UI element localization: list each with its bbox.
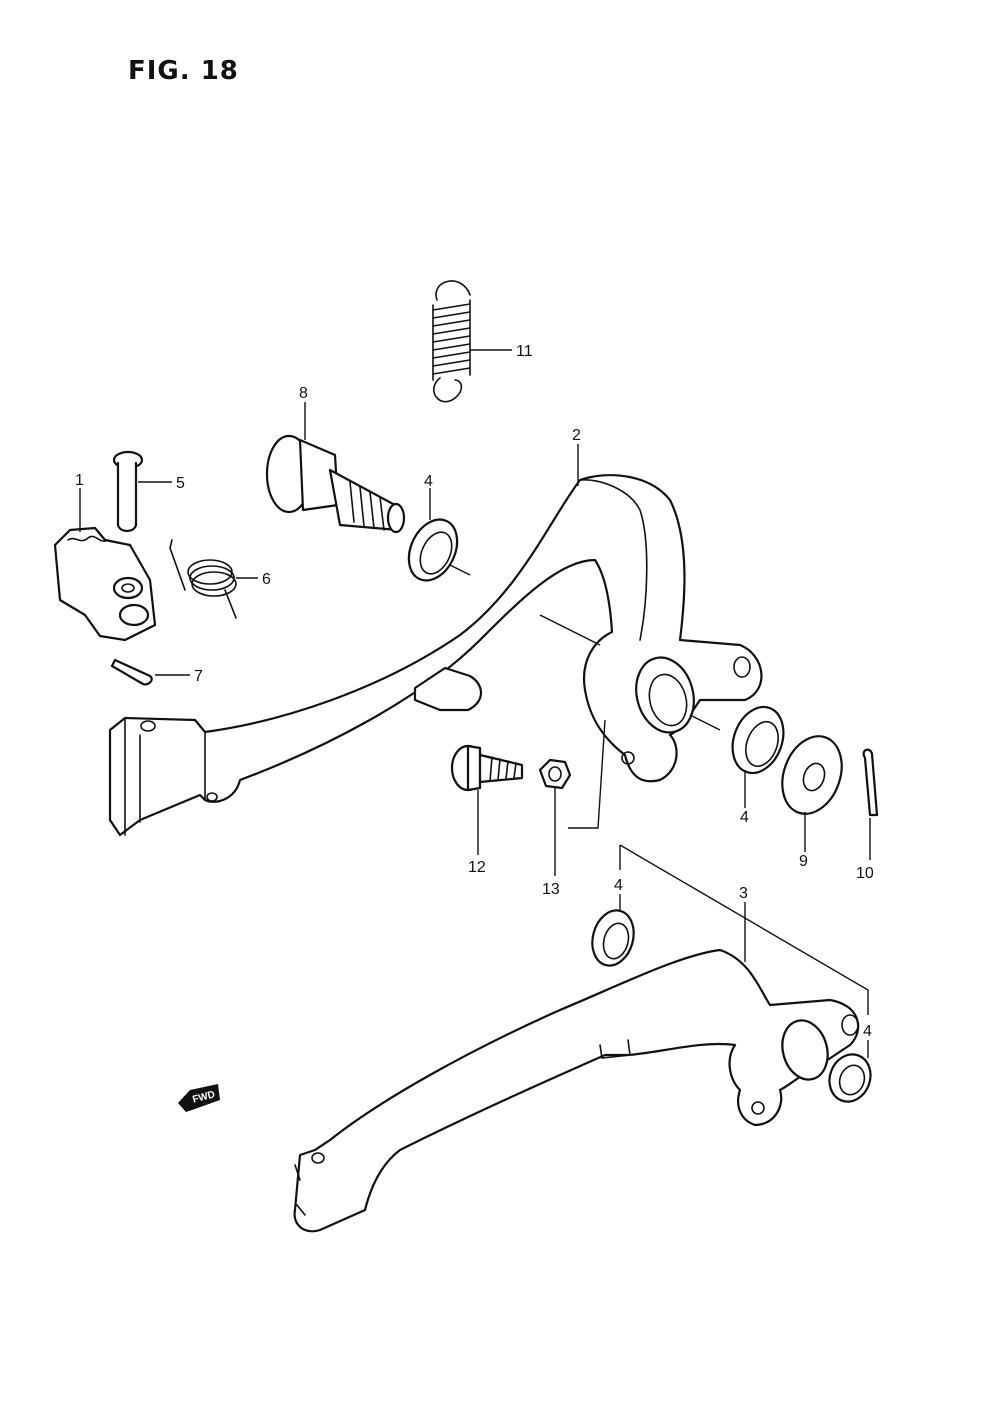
part-brake-pedal (108, 444, 763, 837)
callout-4-lower: 4 (614, 877, 623, 894)
callout-3: 3 (739, 885, 748, 902)
part-seal-upper (407, 488, 471, 582)
callout-5: 5 (176, 475, 185, 492)
callout-13: 13 (542, 881, 560, 898)
callout-8: 8 (299, 385, 308, 402)
part-seal-lower (591, 844, 869, 1015)
callout-7: 7 (194, 668, 203, 685)
part-washer (781, 735, 843, 852)
callout-9: 9 (799, 853, 808, 870)
part-cotter-pin-small (110, 658, 190, 686)
part-torsion-spring (169, 539, 258, 619)
part-cotter-pin (862, 748, 879, 860)
callout-6: 6 (262, 571, 271, 588)
part-brake-pedal-lower (293, 902, 860, 1233)
callout-4-far-right: 4 (863, 1023, 872, 1040)
callout-1: 1 (75, 472, 84, 489)
callout-4-upper: 4 (424, 473, 433, 490)
part-clevis-joint (53, 488, 157, 642)
part-seal-right (731, 705, 785, 808)
part-spring (432, 280, 512, 403)
fwd-direction-badge: FWD (178, 1084, 220, 1112)
part-nut (538, 719, 606, 876)
part-seal-far-right (828, 1040, 872, 1103)
callout-4-right: 4 (740, 809, 749, 826)
figure-title: FIG. 18 (128, 56, 239, 86)
callout-10: 10 (856, 865, 874, 882)
part-bolt (450, 744, 524, 855)
part-pivot-shaft (265, 402, 406, 534)
callout-11: 11 (516, 343, 533, 360)
part-clevis-pin (112, 450, 172, 533)
callout-12: 12 (468, 859, 486, 876)
callout-2: 2 (572, 427, 581, 444)
